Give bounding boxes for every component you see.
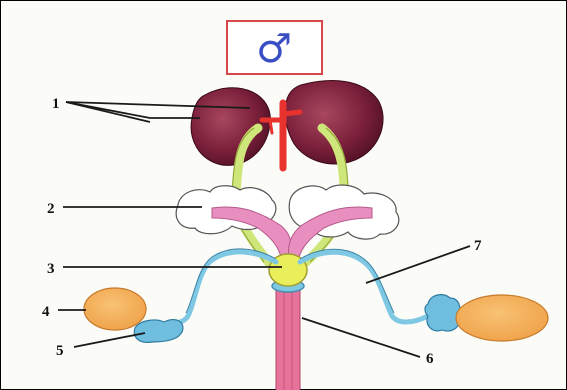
label-2: 2	[47, 201, 55, 217]
label-5: 5	[56, 343, 64, 359]
label-4: 4	[42, 304, 50, 320]
male-symbol: ♂	[256, 26, 292, 72]
urethra	[276, 282, 300, 390]
kidneys	[191, 81, 383, 166]
label-7: 7	[474, 238, 482, 254]
label-6: 6	[426, 351, 434, 367]
label-3: 3	[47, 261, 55, 277]
label-1: 1	[52, 96, 60, 112]
